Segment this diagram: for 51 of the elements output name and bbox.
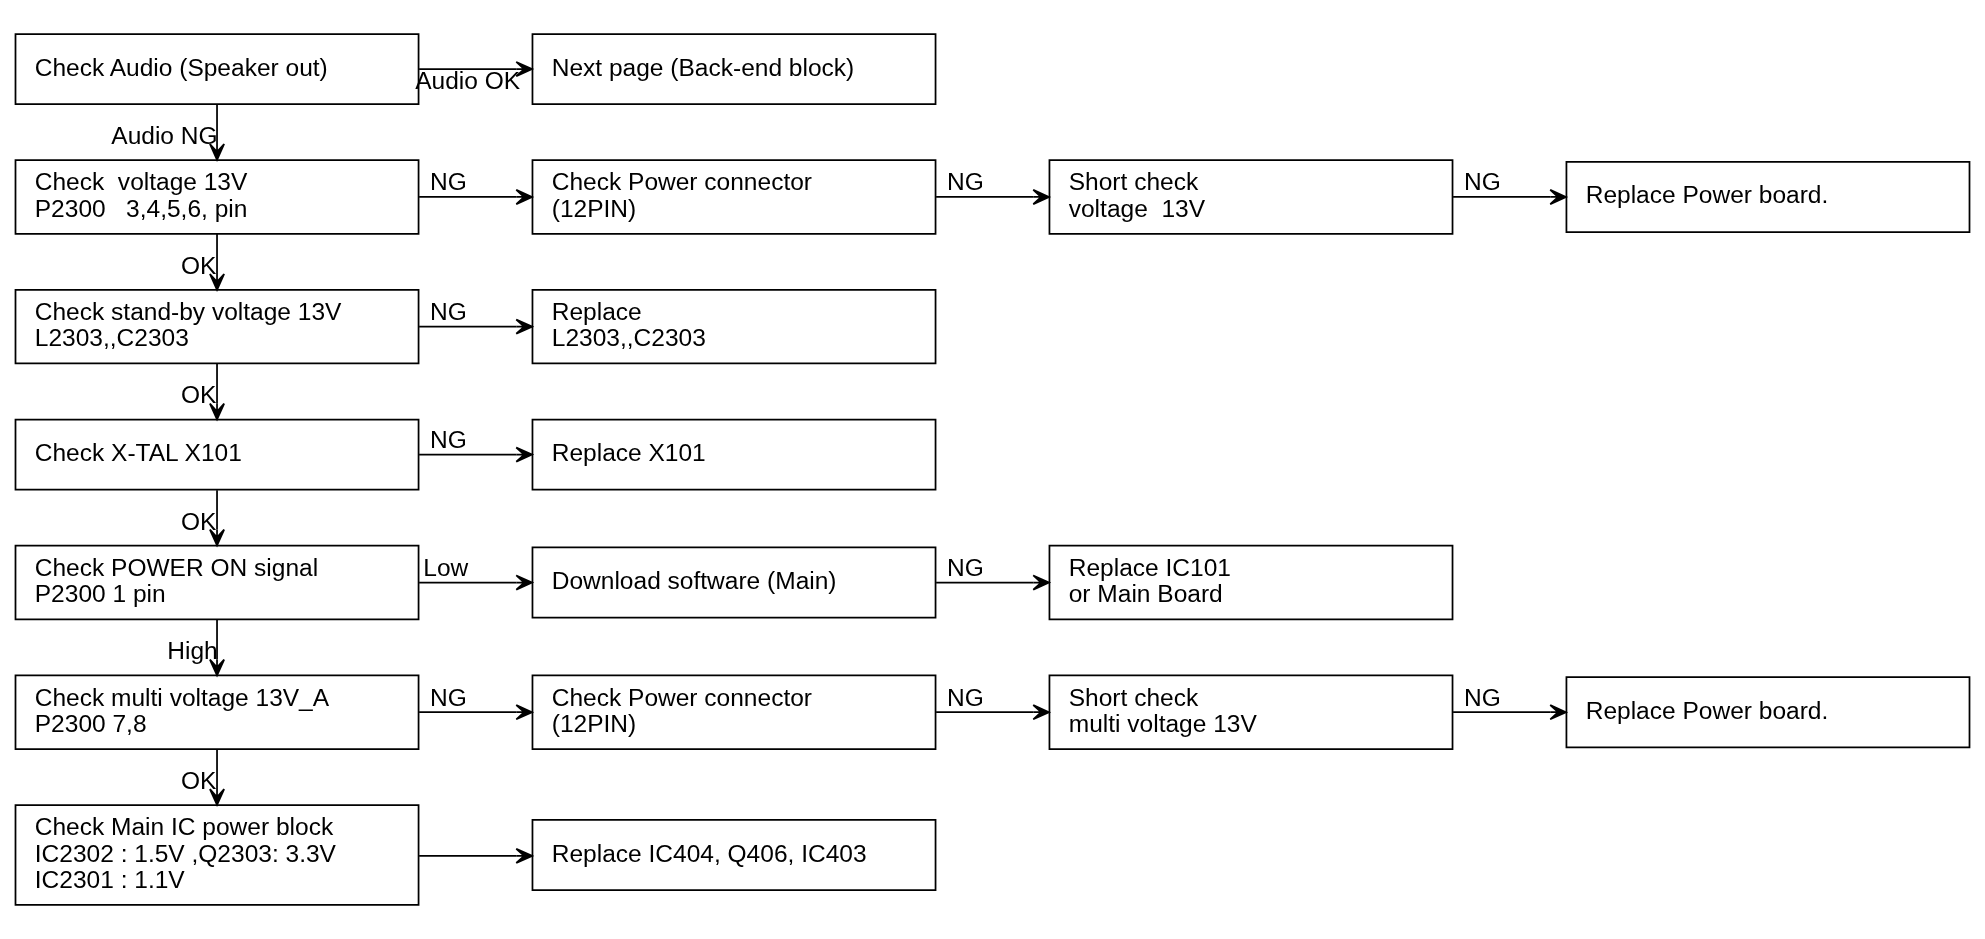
node-box: Replace IC101 or Main Board — [1048, 544, 1454, 621]
node-box: Next page (Back-end block) — [531, 33, 937, 105]
node-box: Replace X101 — [531, 418, 937, 491]
edge-label: NG — [947, 168, 984, 196]
edge-label: OK — [180, 767, 217, 795]
node-box: Replace L2303,,C2303 — [531, 289, 937, 365]
node-box: Short check voltage 13V — [1048, 159, 1454, 235]
edge-label: OK — [180, 381, 217, 409]
edge-label: NG — [1464, 168, 1501, 196]
node-box: Check voltage 13V P2300 3,4,5,6, pin — [14, 159, 420, 235]
edge-label: NG — [430, 168, 467, 196]
edge-label: NG — [947, 553, 984, 581]
node-box: Check Power connector (12PIN) — [531, 159, 937, 235]
arrow — [209, 489, 225, 547]
edge-label: OK — [180, 251, 217, 279]
arrow — [935, 189, 1050, 205]
edge-label: NG — [430, 298, 467, 326]
node-box: Short check multi voltage 13V — [1048, 674, 1454, 750]
node-box: Check X-TAL X101 — [14, 418, 420, 491]
arrow — [209, 618, 225, 677]
node-box: Replace Power board. — [1565, 161, 1971, 233]
node-box: Check multi voltage 13V_A P2300 7,8 — [14, 674, 420, 750]
edge-label: NG — [947, 683, 984, 711]
arrow — [418, 847, 533, 864]
node-box: Replace IC404, Q406, IC403 — [531, 819, 937, 891]
arrow — [418, 574, 533, 591]
edge-label: NG — [430, 683, 467, 711]
arrow — [209, 362, 225, 421]
arrow — [209, 748, 225, 806]
node-box: Replace Power board. — [1565, 676, 1971, 749]
arrow — [209, 232, 225, 291]
arrow — [209, 103, 225, 161]
arrow — [418, 189, 533, 205]
node-box: Check stand-by voltage 13V L2303,,C2303 — [14, 289, 420, 365]
arrow — [935, 704, 1050, 721]
edge-label: Audio NG — [111, 121, 218, 149]
arrow — [1452, 704, 1567, 721]
node-box: Check Main IC power block IC2302 : 1.5V ,Q2303: 3.3V IC2301 : 1.1V — [14, 804, 420, 906]
edge-label: Low — [423, 553, 469, 581]
arrow — [418, 446, 533, 463]
node-box: Download software (Main) — [531, 546, 937, 619]
node-box: Check Power connector (12PIN) — [531, 674, 937, 750]
arrow — [1452, 189, 1567, 205]
arrow — [418, 704, 533, 721]
node-box: Check POWER ON signal P2300 1 pin — [14, 544, 420, 621]
arrow — [935, 574, 1050, 591]
edge-label: OK — [180, 507, 217, 535]
edge-label: NG — [1464, 683, 1501, 711]
arrow — [418, 318, 533, 335]
edge-label: NG — [430, 425, 467, 453]
edge-label: High — [167, 637, 218, 665]
